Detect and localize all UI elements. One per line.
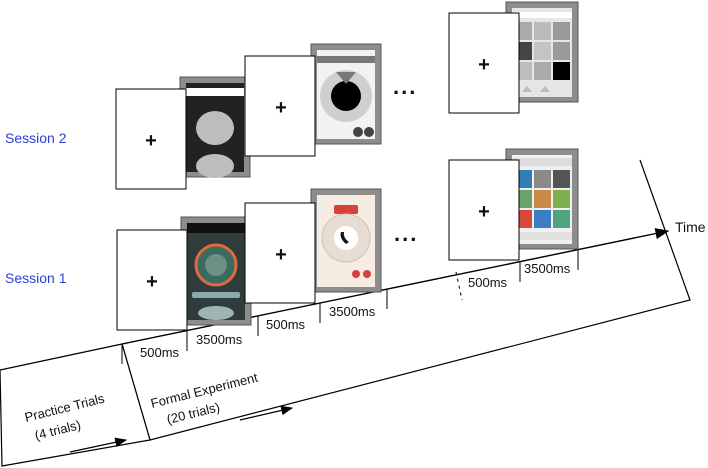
fixation-screen: + [448, 12, 520, 114]
fixation-cross: + [275, 244, 287, 266]
stimulus-screenshot [180, 216, 252, 326]
stimulus-screenshot [310, 188, 382, 293]
ellipsis: ... [394, 221, 418, 246]
fixation-cross: + [145, 130, 157, 152]
fixation-screen: + [115, 88, 187, 190]
fixation-cross: + [146, 271, 158, 293]
stimulus-screenshot [179, 76, 251, 178]
formal-arrow [239, 405, 294, 421]
fixation-cross: + [478, 54, 490, 76]
fixation-screen: + [448, 159, 520, 261]
duration-label: 500ms [266, 317, 306, 332]
practice-trials-panel: Practice Trials (4 trials) [0, 343, 151, 467]
duration-label: 3500ms [329, 304, 376, 319]
fixation-cross: + [478, 201, 490, 223]
fixation-cross: + [275, 97, 287, 119]
session-2-label: Session 2 [5, 130, 67, 146]
duration-label: 3500ms [196, 332, 243, 347]
stimulus-screenshot [310, 43, 382, 145]
practice-arrow [69, 437, 128, 453]
session-1-trials: + + ... [116, 148, 579, 331]
duration-label: 3500ms [524, 261, 571, 276]
session-2-trials: + + ... [115, 1, 579, 190]
fixation-screen: + [244, 202, 316, 304]
fixation-screen: + [116, 229, 188, 331]
session-1-label: Session 1 [5, 270, 67, 286]
fixation-screen: + [244, 55, 316, 157]
ellipsis: ... [393, 74, 417, 99]
duration-label: 500ms [140, 345, 180, 360]
time-axis-label: Time [675, 219, 706, 235]
duration-label: 500ms [468, 275, 508, 290]
